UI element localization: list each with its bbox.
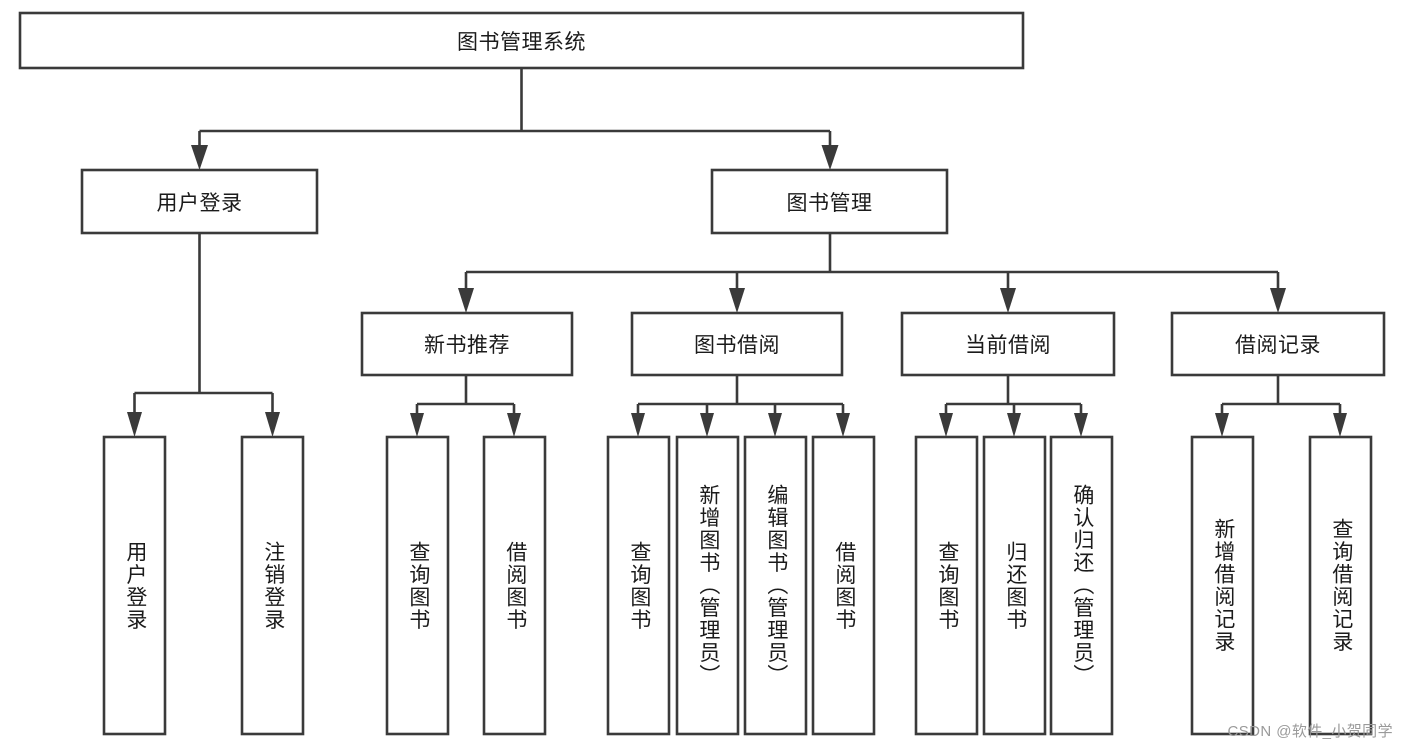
arrowhead-leaf-query-book-2 (631, 413, 645, 437)
arrowhead-new-book-recommend (458, 288, 474, 313)
connector-group-current-borrow (939, 375, 1088, 437)
node-box-new-book-recommend[interactable] (360, 311, 574, 377)
arrowhead-leaf-add-book (700, 413, 714, 437)
arrowhead-leaf-return-book (1007, 413, 1021, 437)
node-box-user-login[interactable] (80, 168, 319, 235)
arrowhead-leaf-logout-login (265, 412, 280, 437)
node-box-current-borrow[interactable] (900, 311, 1116, 377)
arrowhead-user-login (191, 145, 208, 170)
arrowhead-leaf-query-book-1 (410, 413, 424, 437)
node-box-leaf-add-record[interactable] (1190, 435, 1255, 736)
node-box-leaf-confirm-return[interactable] (1049, 435, 1114, 736)
arrowhead-leaf-add-record (1215, 413, 1229, 437)
node-box-leaf-logout-login[interactable] (240, 435, 305, 736)
connector-group-root (191, 68, 839, 170)
arrowhead-current-borrow (1000, 288, 1016, 313)
arrowhead-leaf-borrow-book-2 (836, 413, 850, 437)
arrowhead-leaf-edit-book (768, 413, 782, 437)
connector-group-new-book-recommend (410, 375, 521, 437)
arrowhead-leaf-borrow-book-1 (507, 413, 521, 437)
node-box-book-borrow[interactable] (630, 311, 844, 377)
arrowhead-borrow-record (1270, 288, 1286, 313)
node-box-leaf-query-book-3[interactable] (914, 435, 979, 736)
node-box-leaf-borrow-book-2[interactable] (811, 435, 876, 736)
watermark-text: CSDN @软件_小贺同学 (1227, 723, 1393, 740)
connector-group-user-login (127, 233, 280, 437)
arrowhead-leaf-query-record (1333, 413, 1347, 437)
node-box-borrow-record[interactable] (1170, 311, 1386, 377)
node-box-leaf-query-book-2[interactable] (606, 435, 671, 736)
arrowhead-leaf-user-login (127, 412, 142, 437)
node-box-leaf-query-book-1[interactable] (385, 435, 450, 736)
arrowhead-leaf-confirm-return (1074, 413, 1088, 437)
connector-group-borrow-record (1215, 375, 1347, 437)
connector-group-book-borrow (631, 375, 850, 437)
arrowhead-book-borrow (729, 288, 745, 313)
node-box-leaf-return-book[interactable] (982, 435, 1047, 736)
node-box-leaf-user-login[interactable] (102, 435, 167, 736)
node-box-leaf-borrow-book-1[interactable] (482, 435, 547, 736)
arrowhead-book-manage (821, 145, 839, 170)
node-box-leaf-edit-book[interactable] (743, 435, 808, 736)
node-box-book-manage[interactable] (710, 168, 949, 235)
connector-group-book-manage (458, 233, 1286, 313)
node-box-leaf-add-book[interactable] (675, 435, 740, 736)
arrowhead-leaf-query-book-3 (939, 413, 953, 437)
node-box-root[interactable] (18, 11, 1025, 70)
node-box-leaf-query-record[interactable] (1308, 435, 1373, 736)
